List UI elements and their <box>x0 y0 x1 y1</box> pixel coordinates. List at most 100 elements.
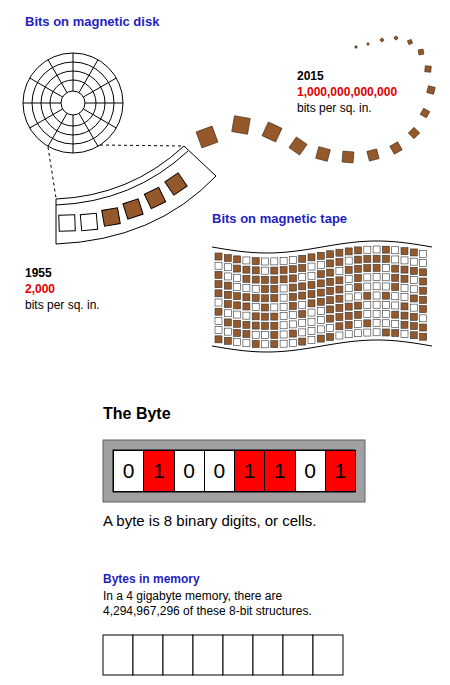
bit-cell: 0 <box>174 450 205 492</box>
tape-bit <box>317 298 324 305</box>
tape-bit <box>336 295 343 302</box>
tape-bit <box>382 301 389 308</box>
tape-bit <box>317 280 324 287</box>
disk-spoke <box>48 113 67 146</box>
disk-platter <box>23 53 123 153</box>
tape-bit <box>382 255 389 262</box>
bit-cell <box>262 122 282 142</box>
tape-bit <box>327 260 334 267</box>
tape-bit <box>252 304 259 311</box>
tape-bit <box>215 308 222 315</box>
disk-track-segment <box>56 146 216 244</box>
tape-bit <box>373 292 380 299</box>
tape-bit <box>410 277 417 284</box>
tape-bit <box>336 286 343 293</box>
tape-bit <box>336 314 343 321</box>
tape-bit <box>382 329 389 336</box>
byte-frame <box>103 440 365 502</box>
tape-bit <box>243 285 250 292</box>
density-unit: bits per sq. in. <box>25 298 100 312</box>
tape-bit <box>373 264 380 271</box>
tape-bit <box>355 302 362 309</box>
tape-bit <box>234 265 241 272</box>
bit-cell <box>165 173 187 195</box>
tape-bit <box>345 303 352 310</box>
bit-cell <box>407 39 412 44</box>
tape-bit <box>327 334 334 341</box>
disk-spoke <box>79 113 98 146</box>
tape-bit <box>224 337 231 344</box>
bit-cell <box>59 215 76 232</box>
tape-bit <box>317 326 324 333</box>
bit-cell <box>342 151 354 163</box>
tape-bit <box>234 274 241 281</box>
memory-cell <box>283 635 313 675</box>
tape-bit <box>336 304 343 311</box>
tape-bit <box>271 304 278 311</box>
bit-cell <box>390 142 402 154</box>
tape-bit <box>401 275 408 282</box>
tape-bit <box>392 274 399 281</box>
tape-bit <box>262 304 269 311</box>
tape-bit <box>308 337 315 344</box>
tape-bit <box>252 267 259 274</box>
tape-bit <box>280 331 287 338</box>
tape-bit <box>392 311 399 318</box>
tape-bit <box>401 312 408 319</box>
tape-bit <box>420 324 427 331</box>
tape-bit <box>410 304 417 311</box>
tape-bit <box>308 263 315 270</box>
tape-bit <box>373 246 380 253</box>
tape-bit <box>327 324 334 331</box>
tape-bit <box>345 322 352 329</box>
tape-bit <box>224 264 231 271</box>
tape-bit <box>262 258 269 265</box>
tape-bit <box>299 283 306 290</box>
tape-bit <box>420 315 427 322</box>
tape-bit <box>364 283 371 290</box>
bit-cell: 0 <box>204 450 235 492</box>
tape-bit <box>252 322 259 329</box>
tape-bit <box>280 322 287 329</box>
tape-bit <box>373 301 380 308</box>
tape-bit <box>289 321 296 328</box>
tape-bit <box>243 303 250 310</box>
tape-bit <box>271 276 278 283</box>
tape-bit <box>317 289 324 296</box>
tape-bit <box>308 291 315 298</box>
tape-bit <box>336 268 343 275</box>
tape-bit <box>289 256 296 263</box>
tape-bit <box>392 284 399 291</box>
disk-spoke <box>48 60 67 93</box>
tape-bit <box>317 261 324 268</box>
bit-cell <box>102 208 121 227</box>
tape-bit <box>289 330 296 337</box>
bit-digit: 1 <box>335 459 347 483</box>
tape-bit <box>280 257 287 264</box>
body-text: In a 4 gigabyte memory, there are 4,294,… <box>103 589 348 619</box>
tape-bit <box>364 329 371 336</box>
tape-bit <box>243 321 250 328</box>
tape-bit <box>382 292 389 299</box>
tape-bit <box>215 281 222 288</box>
tape-bit <box>252 331 259 338</box>
bit-cell: 0 <box>113 450 144 492</box>
tape-bit <box>410 332 417 339</box>
bit-cell <box>316 147 331 162</box>
bit-cell <box>289 137 307 155</box>
tape-bit <box>215 253 222 260</box>
tape-bit <box>327 306 334 313</box>
tape-bit <box>420 250 427 257</box>
tape-bit <box>336 258 343 265</box>
tape-bit <box>382 274 389 281</box>
tape-bit <box>410 267 417 274</box>
tape-bit <box>280 303 287 310</box>
tape-bit <box>262 295 269 302</box>
bit-cell <box>196 126 218 148</box>
tape-bit <box>289 302 296 309</box>
tape-bit <box>373 329 380 336</box>
tape-bit <box>308 300 315 307</box>
bit-cell: 1 <box>264 450 295 492</box>
tape-bit <box>420 260 427 267</box>
